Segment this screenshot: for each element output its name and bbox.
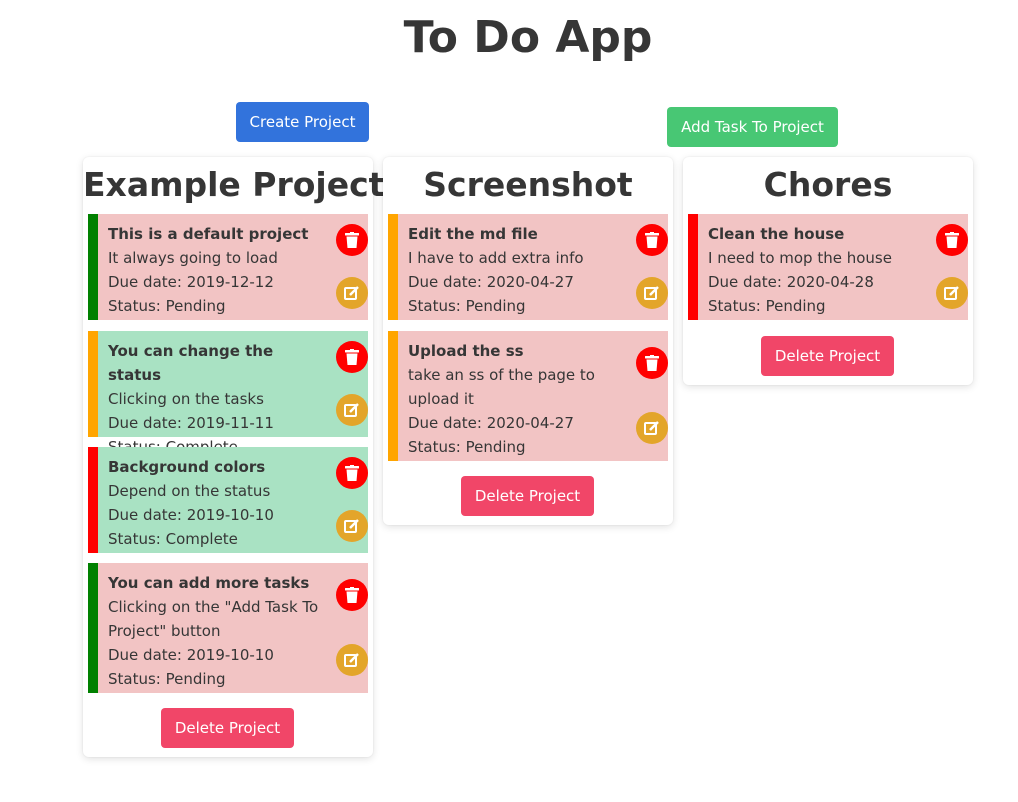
task-card[interactable]: Background colors Depend on the status D… <box>88 447 368 553</box>
task-due-date: Due date: 2020-04-27 <box>408 273 574 291</box>
delete-task-button[interactable] <box>336 341 368 373</box>
delete-task-button[interactable] <box>336 224 368 256</box>
delete-project-button[interactable]: Delete Project <box>161 708 294 748</box>
task-description: Clicking on the tasks <box>108 390 264 408</box>
edit-icon <box>344 519 359 533</box>
edit-task-button[interactable] <box>336 644 368 676</box>
trash-icon <box>345 349 359 365</box>
add-task-button[interactable]: Add Task To Project <box>667 107 838 147</box>
trash-icon <box>345 465 359 481</box>
delete-project-button[interactable]: Delete Project <box>461 476 594 516</box>
edit-task-button[interactable] <box>936 277 968 309</box>
trash-icon <box>645 232 659 248</box>
task-card[interactable]: You can add more tasks Clicking on the "… <box>88 563 368 693</box>
edit-task-button[interactable] <box>636 277 668 309</box>
task-status: Status: Pending <box>708 297 826 315</box>
delete-task-button[interactable] <box>336 457 368 489</box>
delete-project-button[interactable]: Delete Project <box>761 336 894 376</box>
task-card[interactable]: You can change the status Clicking on th… <box>88 331 368 456</box>
task-description: Depend on the status <box>108 482 271 500</box>
project-card: Screenshot Edit the md file I have to ad… <box>383 157 673 525</box>
edit-icon <box>344 653 359 667</box>
task-name: You can change the status <box>108 342 274 384</box>
edit-icon <box>344 403 359 417</box>
task-name: You can add more tasks <box>108 574 310 592</box>
task-due-date: Due date: 2020-04-27 <box>408 414 574 432</box>
task-card[interactable]: Clean the house I need to mop the house … <box>688 214 968 320</box>
create-project-button[interactable]: Create Project <box>236 102 369 142</box>
task-due-date: Due date: 2019-11-11 <box>108 414 274 432</box>
task-card[interactable]: Upload the ss take an ss of the page to … <box>388 331 668 461</box>
task-status: Status: Pending <box>108 297 226 315</box>
task-status: Status: Complete <box>108 530 238 548</box>
edit-icon <box>344 286 359 300</box>
edit-icon <box>644 421 659 435</box>
app-title: To Do App <box>403 12 653 63</box>
edit-icon <box>944 286 959 300</box>
project-title: Screenshot <box>423 165 633 204</box>
task-description: It always going to load <box>108 249 278 267</box>
edit-task-button[interactable] <box>336 510 368 542</box>
delete-task-button[interactable] <box>336 579 368 611</box>
task-due-date: Due date: 2020-04-28 <box>708 273 874 291</box>
trash-icon <box>945 232 959 248</box>
task-due-date: Due date: 2019-10-10 <box>108 506 274 524</box>
task-due-date: Due date: 2019-12-12 <box>108 273 274 291</box>
trash-icon <box>345 232 359 248</box>
task-description: I have to add extra info <box>408 249 584 267</box>
delete-task-button[interactable] <box>636 224 668 256</box>
edit-task-button[interactable] <box>336 394 368 426</box>
task-description: I need to mop the house <box>708 249 892 267</box>
task-status: Status: Pending <box>108 670 226 688</box>
edit-task-button[interactable] <box>336 277 368 309</box>
task-name: Background colors <box>108 458 266 476</box>
project-title: Example Project <box>83 165 385 204</box>
task-card[interactable]: Edit the md file I have to add extra inf… <box>388 214 668 320</box>
delete-task-button[interactable] <box>936 224 968 256</box>
task-name: This is a default project <box>108 225 309 243</box>
task-name: Edit the md file <box>408 225 538 243</box>
task-status: Status: Pending <box>408 297 526 315</box>
delete-task-button[interactable] <box>636 347 668 379</box>
task-status: Status: Pending <box>408 438 526 456</box>
task-card[interactable]: This is a default project It always goin… <box>88 214 368 320</box>
task-description: Clicking on the "Add Task To Project" bu… <box>108 598 319 640</box>
task-name: Upload the ss <box>408 342 524 360</box>
task-due-date: Due date: 2019-10-10 <box>108 646 274 664</box>
project-card: Example Project This is a default projec… <box>83 157 385 757</box>
edit-icon <box>644 286 659 300</box>
edit-task-button[interactable] <box>636 412 668 444</box>
trash-icon <box>345 587 359 603</box>
task-name: Clean the house <box>708 225 845 243</box>
project-title: Chores <box>763 165 893 204</box>
task-description: take an ss of the page to upload it <box>408 366 595 408</box>
trash-icon <box>645 355 659 371</box>
project-card: Chores Clean the house I need to mop the… <box>683 157 973 385</box>
